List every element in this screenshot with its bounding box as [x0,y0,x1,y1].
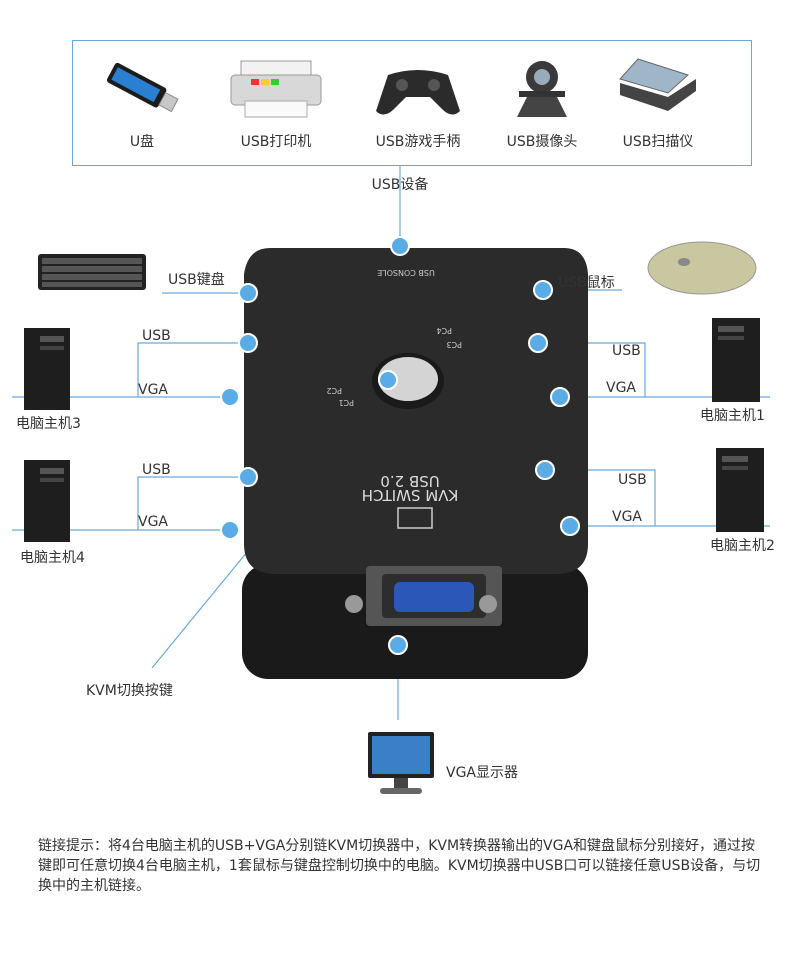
host4-label: 电脑主机4 [20,550,85,566]
host4-vga-label: VGA [138,514,169,530]
host1-tower-icon [712,318,760,402]
scanner-icon [619,58,696,111]
kvm-button-label: KVM切换按键 [86,683,173,699]
dot-host4-usb [238,467,258,487]
device-label: U盘 [129,134,155,150]
device-label: USB扫描仪 [622,134,694,150]
host3-usb-label: USB [142,328,171,344]
webcam-icon [517,61,567,117]
switch-model-text: USB 2.0 [380,472,439,490]
host2-label: 电脑主机2 [710,538,775,554]
usb-flash-drive: U盘 [87,53,197,165]
pc2-text: PC2 [327,386,343,395]
device-label: USB游戏手柄 [375,134,461,150]
host4-usb-label: USB [142,462,171,478]
monitor-icon [368,732,434,794]
host2-vga-label: VGA [612,509,643,525]
usb-mouse-label: USB鼠标 [558,275,615,291]
usb-devices-panel: U盘 USB打印机 USB游戏手柄 USB摄像头 [72,40,752,166]
dot-host1-usb [528,333,548,353]
host3-tower-icon [24,328,70,410]
usb-webcam: USB摄像头 [487,53,597,165]
host1-vga-label: VGA [606,380,637,396]
dot-usb-devices [390,236,410,256]
dot-host3-vga [220,387,240,407]
host1-label: 电脑主机1 [700,408,765,424]
pc3-text: PC3 [447,340,463,349]
dot-host4-vga [220,520,240,540]
dot-host2-vga [560,516,580,536]
host2-tower-icon [716,448,764,532]
dot-host1-vga [550,387,570,407]
mouse-icon [647,241,757,295]
usb-gamepad: USB游戏手柄 [363,53,473,165]
usb-keyboard-label: USB键盘 [168,272,225,288]
host4-tower-icon [24,460,70,542]
usb-devices-label: USB设备 [371,177,429,193]
usb-scanner: USB扫描仪 [603,53,713,165]
printer-icon [230,60,322,118]
device-label: USB打印机 [240,134,312,150]
console-text: USB CONSOLE [377,268,435,277]
dot-kvm-button [378,370,398,390]
device-label: USB摄像头 [506,134,578,150]
switch-name-text: KVM SWITCH [362,486,459,504]
kvm-switch-device: USB 2.0 KVM SWITCH USB CONSOLE PC1 PC2 P… [242,248,588,679]
host3-vga-label: VGA [138,382,169,398]
host2-usb-label: USB [618,472,647,488]
gamepad-icon [376,70,460,115]
dot-vga-monitor [388,635,408,655]
dot-host2-usb [535,460,555,480]
dot-host3-usb [238,333,258,353]
usb-flash-drive-icon [106,62,179,113]
host1-usb-label: USB [612,343,641,359]
vga-monitor-label: VGA显示器 [446,765,519,781]
dot-keyboard [238,283,258,303]
usb-printer: USB打印机 [221,53,331,165]
host3-label: 电脑主机3 [16,416,81,432]
pc4-text: PC4 [437,326,453,335]
connection-note: 链接提示：将4台电脑主机的USB+VGA分别链KVM切换器中，KVM转换器输出的… [38,838,761,894]
pc1-text: PC1 [339,398,355,407]
dot-mouse [533,280,553,300]
keyboard-icon [38,254,146,290]
